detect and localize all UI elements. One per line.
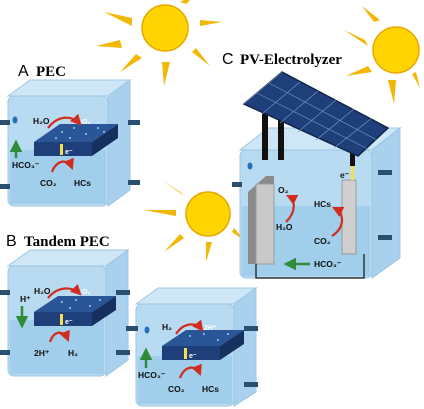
port — [244, 382, 258, 387]
port — [0, 350, 10, 355]
reaction-arrow — [48, 329, 70, 343]
label-hco3: HCO₃⁻ — [12, 160, 40, 170]
sun-icon-b — [144, 180, 246, 262]
sun-icon-a — [96, 0, 222, 86]
label-co2: CO₂ — [40, 178, 57, 188]
tandem-cell-right — [126, 287, 258, 407]
panel-b-title: Tandem PEC — [24, 234, 110, 250]
label-h2: H₂ — [68, 348, 78, 358]
reaction-arrow — [285, 195, 299, 223]
panel-a-letter: A — [18, 63, 29, 80]
label-electron: e⁻ — [65, 149, 73, 156]
port — [128, 120, 140, 125]
label-hcs: HCs — [314, 199, 331, 209]
reaction-arrow — [175, 319, 204, 335]
label-h2o: H₂O — [34, 286, 51, 296]
port — [0, 184, 10, 189]
port — [0, 290, 10, 295]
label-electron: e⁻ — [189, 353, 197, 360]
label-hcs: HCs — [74, 178, 91, 188]
label-electron: e⁻ — [340, 170, 350, 180]
port — [126, 326, 138, 331]
label-hco3: HCO₃⁻ — [314, 259, 342, 269]
sun-icon-c — [344, 6, 420, 104]
label-hco3: HCO₃⁻ — [138, 370, 166, 380]
label-co2: CO₂ — [314, 236, 331, 246]
solar-panel — [242, 71, 390, 157]
label-hplus: H⁺ — [20, 294, 31, 304]
port — [0, 120, 10, 125]
pv-electrolyzer — [232, 71, 402, 279]
port — [128, 180, 140, 185]
port — [116, 290, 130, 295]
reaction-arrow — [47, 283, 82, 299]
panel-b-letter: B — [6, 233, 17, 250]
label-o2: O₂ — [278, 185, 289, 195]
label-electron: e⁻ — [65, 319, 73, 326]
pec-cell — [0, 79, 140, 207]
label-hcs: HCs — [202, 384, 219, 394]
port — [244, 326, 258, 331]
port — [116, 350, 130, 355]
panel-c-letter: C — [222, 51, 234, 68]
label-h2o: H₂O — [276, 222, 293, 232]
label-h2: H₂ — [162, 322, 172, 332]
label-o2: O₂ — [82, 289, 91, 296]
panel-c-title: PV-Electrolyzer — [240, 52, 342, 68]
port — [232, 182, 242, 187]
label-h2o: H₂O — [33, 116, 50, 126]
label-co2: CO₂ — [168, 384, 185, 394]
reaction-arrow — [47, 113, 82, 129]
reaction-arrow — [331, 207, 345, 237]
tandem-cell-left — [0, 249, 130, 377]
reaction-arrow — [178, 363, 202, 379]
port — [378, 235, 392, 240]
label-2h: 2H⁺ — [34, 348, 50, 358]
label-2h: 2H⁺ — [204, 325, 217, 332]
port — [378, 170, 392, 175]
reaction-arrow — [50, 157, 74, 173]
panel-a-title: PEC — [36, 64, 66, 80]
label-o2: O₂ — [82, 119, 91, 126]
